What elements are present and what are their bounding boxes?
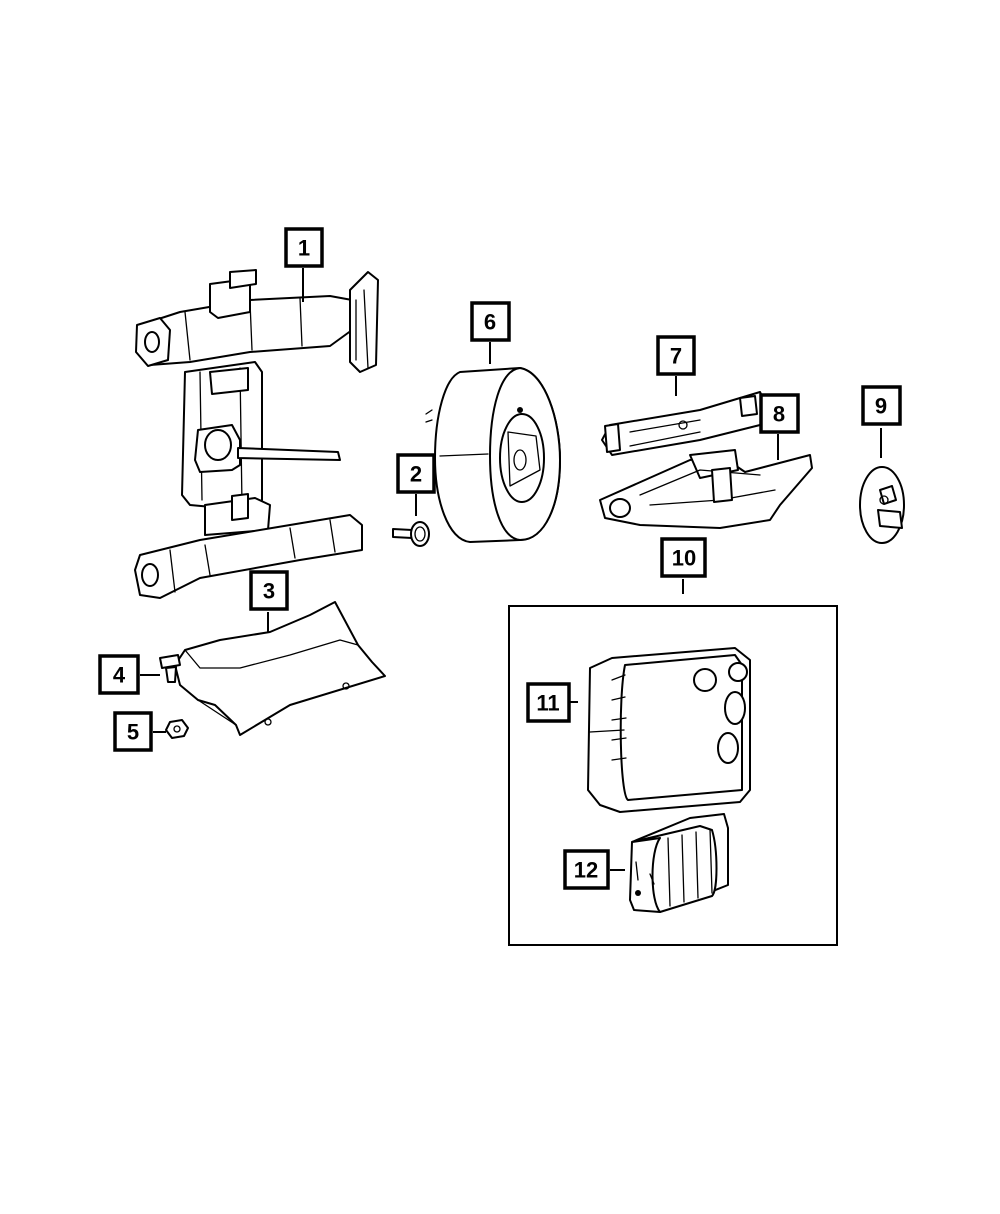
part-9-retainer bbox=[859, 466, 905, 544]
part-7-wrench-handle bbox=[601, 391, 769, 456]
callout-8-label: 8 bbox=[773, 402, 785, 427]
callout-8[interactable]: 8 bbox=[759, 393, 800, 434]
callout-6[interactable]: 6 bbox=[470, 301, 511, 342]
callout-4[interactable]: 4 bbox=[98, 654, 140, 695]
part-2-bolt bbox=[392, 521, 430, 547]
callout-10[interactable]: 10 bbox=[660, 537, 707, 578]
callout-3[interactable]: 3 bbox=[249, 570, 289, 611]
callout-10-label: 10 bbox=[672, 546, 696, 571]
callout-12[interactable]: 12 bbox=[563, 849, 610, 890]
callout-9[interactable]: 9 bbox=[861, 385, 902, 426]
part-6-spare-tire bbox=[425, 367, 561, 543]
callout-1-label: 1 bbox=[298, 236, 310, 261]
part-10-group-frame bbox=[508, 605, 838, 946]
part-1-carrier-bracket bbox=[134, 269, 379, 599]
callout-9-label: 9 bbox=[875, 394, 887, 419]
callout-5-label: 5 bbox=[127, 720, 139, 745]
part-12-sealant bbox=[629, 813, 729, 913]
part-11-compressor bbox=[587, 647, 751, 813]
callout-11-label: 11 bbox=[536, 691, 559, 716]
part-8-scissor-jack bbox=[599, 449, 813, 529]
callout-2[interactable]: 2 bbox=[396, 453, 436, 494]
callout-11[interactable]: 11 bbox=[526, 682, 571, 723]
part-5-nut bbox=[165, 719, 189, 739]
callout-7[interactable]: 7 bbox=[656, 335, 696, 376]
part-3-heat-shield bbox=[174, 601, 386, 736]
callout-4-label: 4 bbox=[113, 663, 126, 688]
callout-6-label: 6 bbox=[484, 310, 496, 335]
callout-5[interactable]: 5 bbox=[113, 711, 153, 752]
callout-1[interactable]: 1 bbox=[284, 227, 324, 268]
part-4-screw bbox=[159, 654, 181, 683]
callout-7-label: 7 bbox=[670, 344, 682, 369]
callout-3-label: 3 bbox=[263, 579, 275, 604]
callout-12-label: 12 bbox=[574, 858, 598, 883]
callout-2-label: 2 bbox=[410, 462, 422, 487]
